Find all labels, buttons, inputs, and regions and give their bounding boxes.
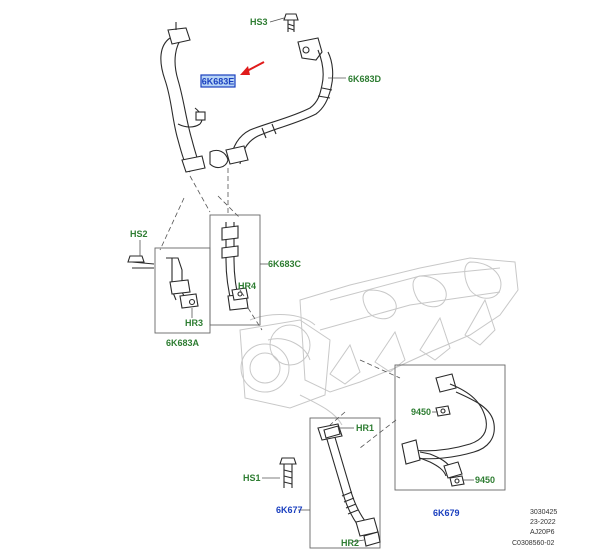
turbocharger-ghost [239, 314, 343, 426]
label-9450-lower[interactable]: 9450 [475, 475, 495, 485]
label-6k683e[interactable]: 6K683E [202, 77, 235, 87]
ref-line-1: 3030425 [530, 509, 557, 516]
exhaust-manifold-ghost [299, 257, 519, 393]
bolt-hs1[interactable] [279, 457, 297, 488]
selected-part-callout[interactable]: 6K683E [200, 74, 236, 88]
label-hs1[interactable]: HS1 [243, 473, 261, 483]
label-hr4[interactable]: HR4 [238, 281, 256, 291]
clip-hr1[interactable] [323, 425, 341, 439]
pipe-6k683d[interactable] [209, 37, 334, 169]
clip-hr4[interactable] [231, 287, 249, 301]
label-6k683a[interactable]: 6K683A [166, 338, 200, 348]
selected-label-highlight [200, 74, 236, 88]
leader-lines [139, 17, 474, 543]
group-box-6k677 [309, 417, 381, 549]
label-hr3[interactable]: HR3 [185, 318, 203, 328]
label-hr2[interactable]: HR2 [341, 538, 359, 548]
ref-line-4: C0308560-02 [512, 540, 555, 547]
bolt-hs2[interactable] [127, 255, 155, 269]
label-6k683c[interactable]: 6K683C [268, 259, 302, 269]
connection-lines [159, 168, 401, 449]
ref-line-2: 23-2022 [530, 519, 556, 526]
bolt-hs3[interactable] [283, 13, 299, 32]
clip-9450-upper[interactable] [435, 405, 451, 417]
label-6k683d[interactable]: 6K683D [348, 74, 382, 84]
red-arrow-icon [240, 61, 265, 75]
label-6k677[interactable]: 6K677 [276, 505, 303, 515]
hose-6k683e[interactable] [160, 22, 206, 173]
group-box-6k683c [209, 214, 261, 326]
label-hr1[interactable]: HR1 [356, 423, 374, 433]
clip-hr2[interactable] [363, 531, 381, 547]
label-hs2[interactable]: HS2 [130, 229, 148, 239]
label-6k679[interactable]: 6K679 [433, 508, 460, 518]
pipe-6k679[interactable] [401, 373, 495, 479]
label-hs3[interactable]: HS3 [250, 17, 268, 27]
label-9450-upper[interactable]: 9450 [411, 407, 431, 417]
ref-line-3: AJ20P6 [530, 529, 555, 536]
pipe-6k683a[interactable] [166, 257, 199, 309]
clip-9450-lower[interactable] [449, 475, 465, 487]
group-box-6k679 [394, 364, 506, 491]
drawing-reference: 3030425 23-2022 AJ20P6 C0308560-02 [512, 509, 557, 547]
